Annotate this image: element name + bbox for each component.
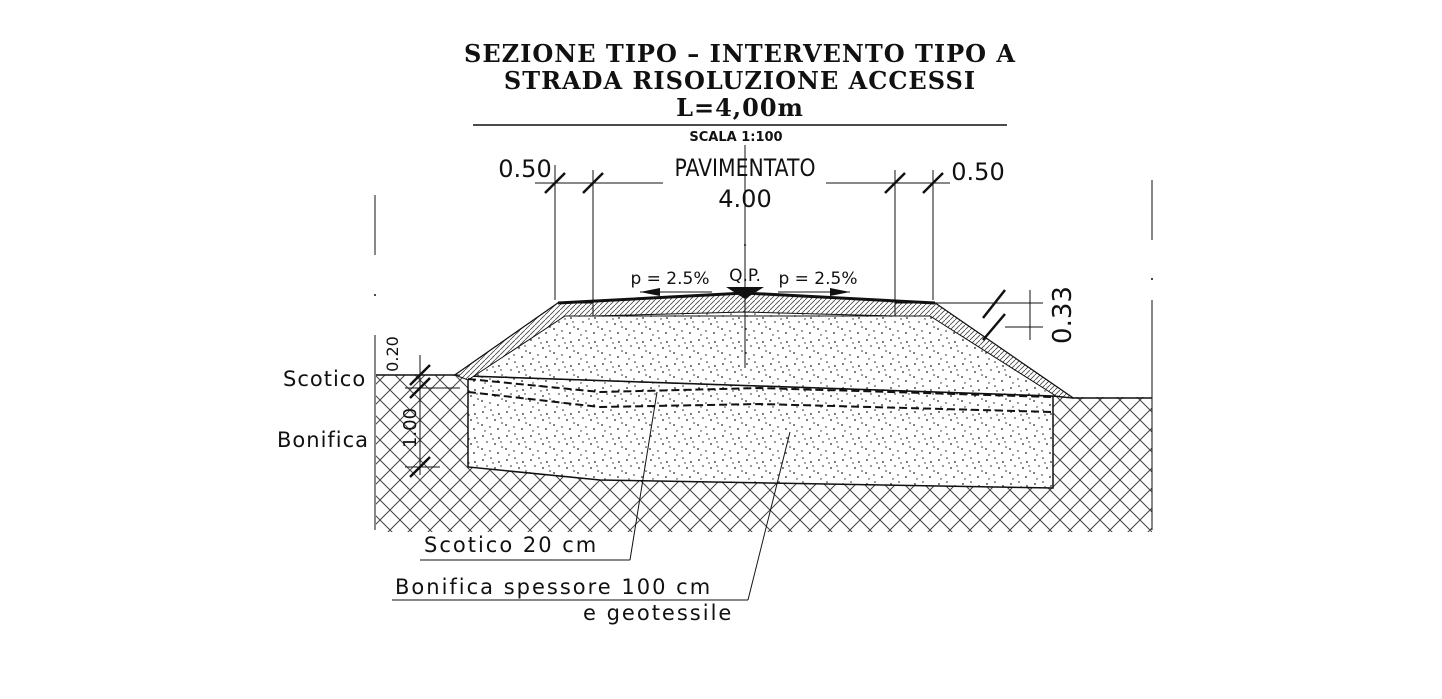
scale-label: SCALA 1:100	[689, 130, 782, 145]
right-shoulder-width: 0.50	[951, 158, 1004, 186]
title-line-1: SEZIONE TIPO – INTERVENTO TIPO A	[464, 39, 1016, 68]
side-labels: Scotico Bonifica	[277, 367, 369, 452]
crown-label: Q.P.	[729, 266, 761, 286]
scotico-depth-value: 0.20	[383, 336, 402, 372]
title-block: SEZIONE TIPO – INTERVENTO TIPO A STRADA …	[464, 39, 1016, 145]
callout-scotico: Scotico 20 cm	[424, 533, 598, 557]
top-dimensions: 0.50 0.50 PAVIMENTATO 4.00	[498, 154, 1004, 213]
slope-arrow-right	[830, 288, 850, 296]
paved-width: 4.00	[718, 185, 771, 213]
title-line-3: L=4,00m	[676, 93, 804, 122]
bonifica-depth-value: 1.00	[400, 408, 421, 448]
callouts: Scotico 20 cm Bonifica spessore 100 cm e…	[392, 391, 791, 625]
slope-right: p = 2.5%	[778, 269, 857, 289]
title-line-2: STRADA RISOLUZIONE ACCESSI	[504, 66, 976, 95]
callout-bonifica-line-1: Bonifica spessore 100 cm	[395, 575, 712, 599]
scotico-boundary-lower	[467, 391, 1054, 413]
leader-bonifica	[747, 431, 791, 601]
layer-boundaries	[467, 378, 1054, 413]
leader-scotico	[629, 391, 658, 561]
bonifica-side-label: Bonifica	[277, 428, 369, 452]
embankment	[452, 291, 1074, 399]
paved-label: PAVIMENTATO	[674, 154, 815, 182]
scotico-boundary-upper	[467, 378, 1054, 398]
left-shoulder-width: 0.50	[498, 155, 551, 183]
scotico-side-label: Scotico	[283, 367, 366, 391]
top-dimension-ticks	[544, 172, 944, 194]
extension-lines	[374, 145, 1153, 530]
pavement-thickness-value: 0.33	[1048, 286, 1078, 344]
pavement-thickness-dimension: 0.33	[935, 286, 1078, 344]
slope-arrow-left	[640, 288, 660, 296]
crown-marker	[726, 287, 764, 299]
slope-left: p = 2.5%	[630, 269, 709, 289]
left-depth-dimensions: 0.20 1.00	[383, 336, 460, 478]
callout-bonifica-line-2: e geotessile	[583, 601, 733, 625]
slope-annotations: p = 2.5% p = 2.5% Q.P.	[630, 266, 858, 299]
